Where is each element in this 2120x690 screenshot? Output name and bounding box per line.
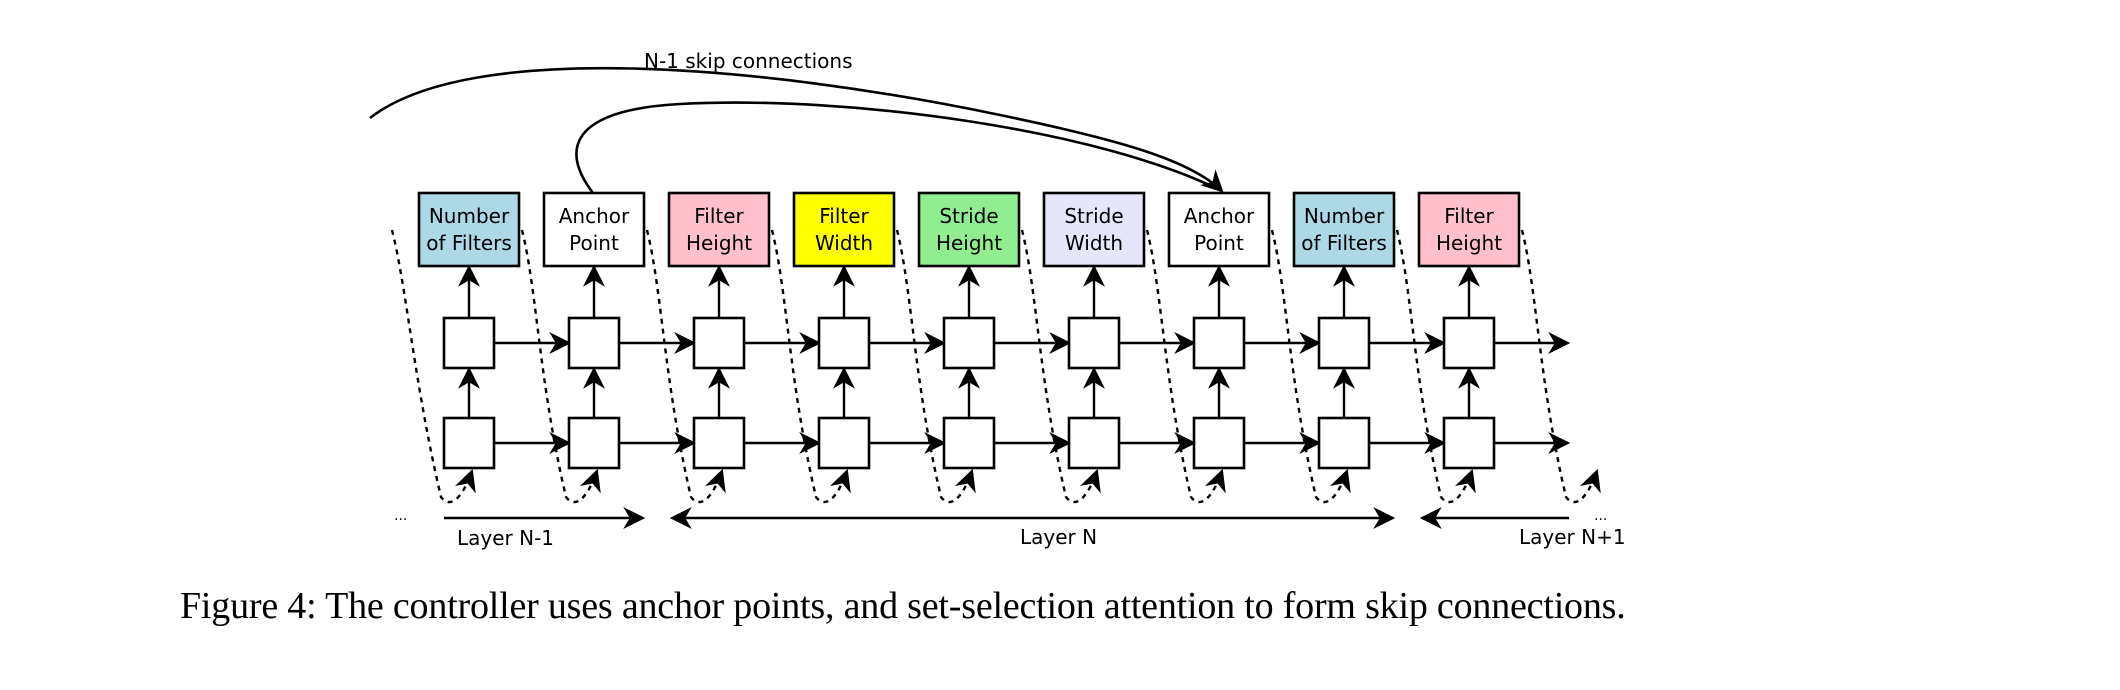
sampled-input-feedback xyxy=(1020,229,1101,504)
lstm-cell-bottom xyxy=(442,416,496,470)
lstm-cell-bottom xyxy=(817,416,871,470)
decision-box-label-line1: Filter xyxy=(819,204,869,228)
sampled-input-feedback xyxy=(645,229,726,504)
decision-box xyxy=(542,191,646,268)
sampled-input-feedback xyxy=(895,229,976,504)
decision-box-label-line1: Number xyxy=(1304,204,1385,228)
lstm-cell-top xyxy=(442,316,496,370)
decision-box-label-line2: Width xyxy=(1065,231,1123,255)
sampled-input-feedback-initial xyxy=(390,229,476,504)
lstm-cell-bottom xyxy=(567,416,621,470)
skip-arc-outer xyxy=(369,66,1224,193)
sampled-input-feedback xyxy=(520,229,601,504)
decision-box-label-line2: Height xyxy=(936,231,1002,255)
column-0: Number of Filters xyxy=(417,191,601,504)
layer-ranges: ... Layer N-1 Layer N ... Layer N+1 xyxy=(394,507,1626,550)
decision-box-label-line1: Number xyxy=(429,204,510,228)
layer-n-plus-1-label: Layer N+1 xyxy=(1519,525,1626,549)
lstm-cell-top xyxy=(942,316,996,370)
figure-caption: Figure 4: The controller uses anchor poi… xyxy=(180,585,1626,627)
decision-box-label-line1: Anchor xyxy=(1184,204,1255,228)
sampled-input-feedback xyxy=(1520,229,1601,504)
decision-box-label-line1: Filter xyxy=(1444,204,1494,228)
lstm-cell-top xyxy=(692,316,746,370)
sampled-input-feedback xyxy=(1270,229,1351,504)
decision-box-label-line2: Point xyxy=(1194,231,1244,255)
decision-box-label-line1: Filter xyxy=(694,204,744,228)
decision-box-label-line1: Stride xyxy=(1064,204,1123,228)
skip-connections-label: N-1 skip connections xyxy=(644,49,853,73)
decision-box xyxy=(1292,191,1396,268)
sampled-input-feedback xyxy=(1395,229,1476,504)
layer-n-label: Layer N xyxy=(1020,525,1097,549)
lstm-cell-top xyxy=(1192,316,1246,370)
decision-box-label-line2: Point xyxy=(569,231,619,255)
lstm-cell-top xyxy=(1067,316,1121,370)
decision-box-label-line2: of Filters xyxy=(426,231,512,255)
decision-box-label-line2: of Filters xyxy=(1301,231,1387,255)
ellipsis-right: ... xyxy=(1594,508,1607,524)
decision-box-label-line2: Width xyxy=(815,231,873,255)
sampled-input-feedback xyxy=(770,229,851,504)
lstm-cell-bottom xyxy=(1442,416,1496,470)
decision-box xyxy=(1042,191,1146,268)
decision-box xyxy=(1167,191,1271,268)
lstm-cell-bottom xyxy=(942,416,996,470)
decision-box xyxy=(917,191,1021,268)
lstm-cell-bottom xyxy=(1317,416,1371,470)
ellipsis-left: ... xyxy=(394,508,407,524)
decision-box xyxy=(417,191,521,268)
skip-connections: N-1 skip connections xyxy=(369,49,1224,194)
column-7: Number of Filters xyxy=(1292,191,1476,504)
lstm-cell-bottom xyxy=(1067,416,1121,470)
layer-n-1-label: Layer N-1 xyxy=(457,526,554,550)
decision-box xyxy=(667,191,771,268)
lstm-cell-top xyxy=(1442,316,1496,370)
decision-box-label-line1: Anchor xyxy=(559,204,630,228)
skip-arc-inner xyxy=(575,101,1223,194)
lstm-cell-top xyxy=(817,316,871,370)
lstm-cell-top xyxy=(567,316,621,370)
lstm-cell-bottom xyxy=(692,416,746,470)
sampled-input-feedback xyxy=(1145,229,1226,504)
lstm-cell-top xyxy=(1317,316,1371,370)
decision-box-label-line1: Stride xyxy=(939,204,998,228)
decision-box-label-line2: Height xyxy=(686,231,752,255)
decision-box-label-line2: Height xyxy=(1436,231,1502,255)
lstm-cell-bottom xyxy=(1192,416,1246,470)
